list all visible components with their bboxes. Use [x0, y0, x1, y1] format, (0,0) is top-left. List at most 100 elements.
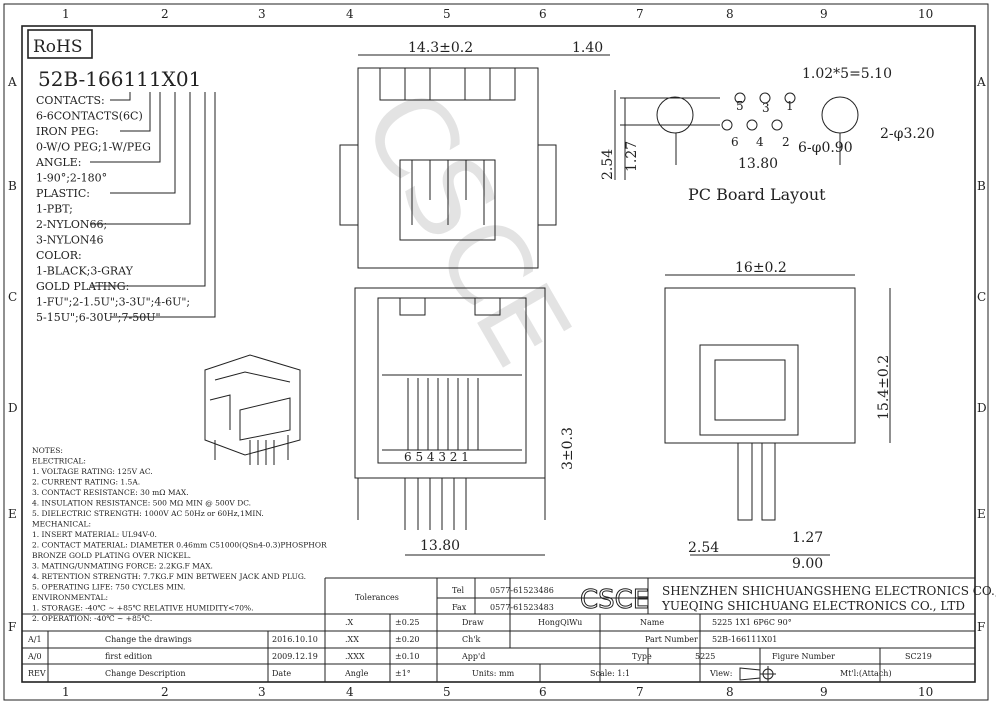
- row-label: D: [8, 401, 18, 415]
- option-line: 5-15U";6-30U";7-50U": [36, 311, 161, 324]
- note-line: 1. STORAGE: -40℃ ~ +85℃ RELATIVE HUMIDIT…: [32, 604, 254, 613]
- option-line: 1-BLACK;3-GRAY: [36, 265, 134, 278]
- revision-id: REV: [28, 669, 46, 678]
- option-line: CONTACTS:: [36, 94, 105, 107]
- row-label: A: [7, 75, 17, 89]
- note-line: 4. RETENTION STRENGTH: 7.7KG.F MIN BETWE…: [32, 572, 306, 581]
- dim-side-width: 16±0.2: [735, 260, 787, 276]
- dim-pitch: 1.02*5=5.10: [802, 66, 892, 82]
- dim-peg3: 9.00: [792, 556, 823, 572]
- pin-numbers: 6 5 4 3 2 1: [404, 450, 469, 464]
- tolerance-key: .XXX: [345, 652, 365, 661]
- tolerance-key: .X: [345, 618, 354, 627]
- fax-label: Fax: [452, 603, 467, 612]
- dim-top-width: 14.3±0.2: [408, 40, 473, 56]
- units: Units: mm: [472, 669, 515, 678]
- note-line: 3. CONTACT RESISTANCE: 30 mΩ MAX.: [32, 488, 189, 497]
- part-number-value: 52B-166111X01: [712, 635, 777, 644]
- row-label: F: [977, 620, 985, 634]
- connector-3d-view: [204, 354, 301, 465]
- company-name-2: YUEQING SHICHUANG ELECTRONICS CO., LTD: [661, 599, 965, 613]
- tolerances-label: Tolerances: [355, 593, 399, 602]
- column-label: 6: [539, 7, 547, 21]
- column-label: 7: [636, 685, 644, 699]
- part-number-label: Part Number: [645, 635, 698, 644]
- tolerance-key: Angle: [344, 669, 369, 678]
- column-label: 10: [918, 7, 933, 21]
- dim-span: 13.80: [738, 156, 778, 172]
- tel-value: 0577-61523486: [490, 586, 554, 595]
- figure-number-value: SC219: [905, 652, 932, 661]
- revision-id: A/1: [27, 635, 42, 644]
- revision-date: Date: [272, 669, 291, 678]
- outer-frame: [3, 3, 989, 701]
- note-line: MECHANICAL:: [32, 520, 91, 529]
- figure-number-label: Figure Number: [772, 652, 835, 661]
- column-label: 9: [820, 7, 828, 21]
- top-view: [339, 67, 557, 269]
- note-line: NOTES:: [32, 446, 63, 455]
- company-name-1: SHENZHEN SHICHUANGSHENG ELECTRONICS CO.,…: [662, 584, 996, 598]
- option-line: 1-90°;2-180°: [36, 172, 107, 185]
- row-label: E: [977, 507, 986, 521]
- type-value: 5225: [695, 652, 715, 661]
- tolerance-value: ±0.25: [395, 618, 420, 627]
- row-label: B: [977, 179, 986, 193]
- pcb-pin-number: 2: [782, 135, 790, 149]
- dim-front-width: 13.80: [420, 538, 460, 554]
- column-label: 3: [258, 7, 266, 21]
- csce-logo: CSCE: [580, 585, 649, 615]
- name-label: Name: [640, 618, 664, 627]
- pcb-pin-number: 3: [762, 101, 770, 115]
- option-leader-lines: [90, 92, 216, 318]
- dim-hole-small: 6-φ0.90: [798, 140, 853, 156]
- revision-description: first edition: [105, 652, 152, 661]
- type-label: Type: [632, 652, 652, 661]
- rohs-box: [27, 29, 93, 59]
- scale: Scale: 1:1: [590, 669, 630, 678]
- view-label: View:: [709, 669, 732, 678]
- draw-value: HongQiWu: [538, 618, 582, 627]
- revision-id: A/0: [27, 652, 42, 661]
- dim-row2: 1.27: [624, 141, 640, 172]
- revision-description: Change Description: [105, 669, 186, 678]
- part-code: 52B-166111X01: [38, 67, 201, 91]
- dim-front-height: 3±0.3: [560, 427, 576, 470]
- note-line: 5. OPERATING LIFE: 750 CYCLES MIN.: [32, 583, 185, 592]
- row-label: A: [976, 75, 986, 89]
- watermark: CSCE: [337, 69, 594, 387]
- tolerance-value: ±1°: [395, 669, 411, 678]
- option-line: GOLD PLATING:: [36, 280, 129, 293]
- column-label: 4: [346, 7, 354, 21]
- pcb-layout-label: PC Board Layout: [688, 185, 826, 204]
- column-label: 1: [62, 685, 70, 699]
- row-label: C: [977, 290, 986, 304]
- dim-row1: 2.54: [600, 149, 616, 180]
- row-label: B: [8, 179, 17, 193]
- column-label: 5: [443, 7, 451, 21]
- inner-frame: [21, 25, 976, 683]
- option-line: 1-FU";2-1.5U";3-3U";4-6U";: [36, 296, 190, 309]
- tolerance-key: .XX: [345, 635, 359, 644]
- column-label: 2: [161, 7, 169, 21]
- column-label: 3: [258, 685, 266, 699]
- column-label: 10: [918, 685, 933, 699]
- dim-peg2: 1.27: [792, 530, 823, 546]
- fax-value: 0577-61523483: [490, 603, 554, 612]
- notes: NOTES:ELECTRICAL:1. VOLTAGE RATING: 125V…: [32, 446, 327, 623]
- note-line: 2. OPERATION: -40℃ ~ +85℃.: [32, 614, 152, 623]
- column-label: 2: [161, 685, 169, 699]
- name-value: 5225 1X1 6P6C 90°: [712, 618, 792, 627]
- front-view: [354, 287, 546, 530]
- title-block-grid: [22, 577, 975, 682]
- pcb-pin-number: 4: [756, 135, 764, 149]
- row-label: D: [977, 401, 987, 415]
- note-line: 1. INSERT MATERIAL: UL94V-0.: [32, 530, 157, 539]
- row-label: E: [8, 507, 17, 521]
- side-view: [664, 274, 891, 556]
- note-line: 3. MATING/UNMATING FORCE: 2.2KG.F MAX.: [32, 562, 213, 571]
